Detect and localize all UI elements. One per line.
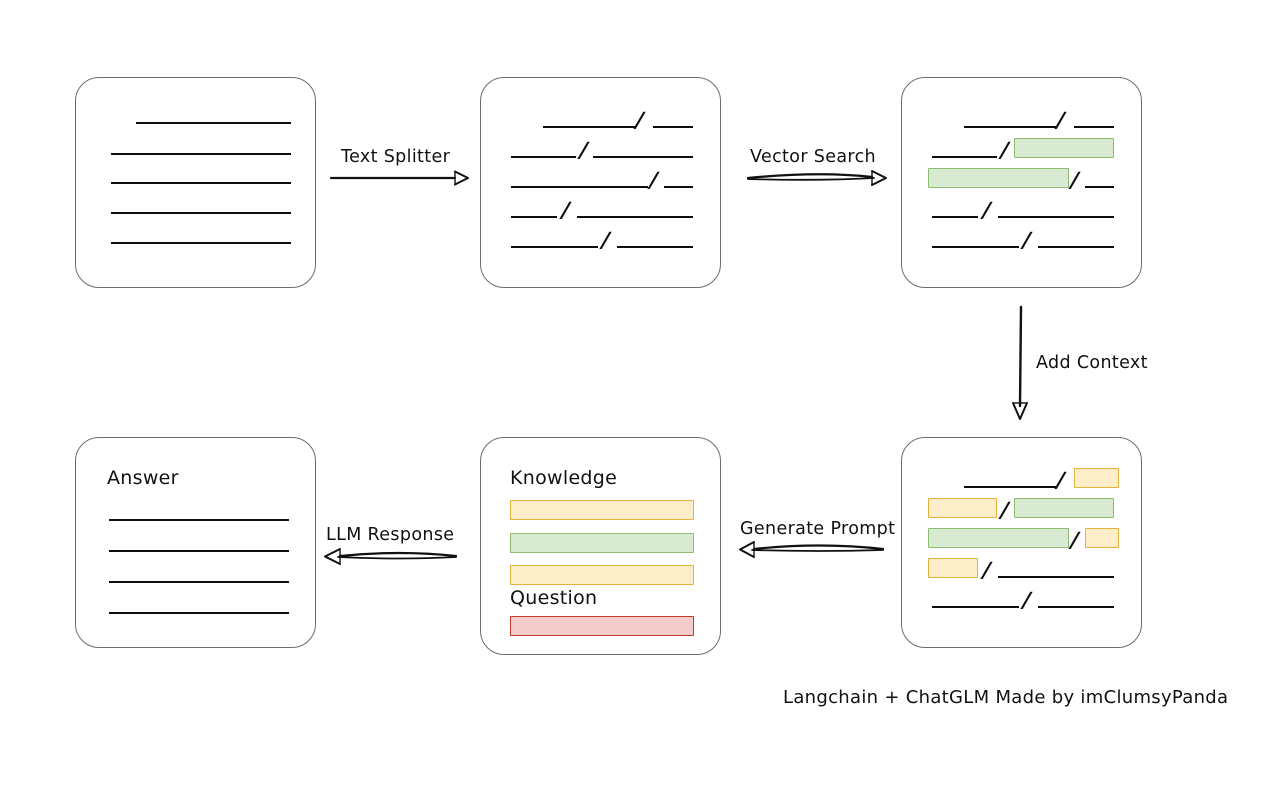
answer-line <box>109 519 289 521</box>
matched-chunk-chip[interactable] <box>928 528 1069 548</box>
document-line-segment <box>511 216 557 218</box>
context-chunk-chip[interactable] <box>928 498 997 518</box>
document-line <box>111 182 291 184</box>
knowledge-chip[interactable] <box>510 500 694 520</box>
edge-add-context-arrow <box>1012 305 1028 420</box>
question-chip[interactable] <box>510 616 694 636</box>
document-line-segment <box>1038 246 1114 248</box>
edge-label-text-splitter: Text Splitter <box>341 147 451 167</box>
document-line-segment <box>543 126 635 128</box>
split-separator-icon: / <box>1070 528 1080 552</box>
document-line-segment <box>1085 186 1114 188</box>
split-separator-icon: / <box>635 108 645 132</box>
edge-label-llm-response: LLM Response <box>326 525 455 545</box>
answer-line <box>109 550 289 552</box>
split-separator-icon: / <box>982 558 992 582</box>
document-line <box>111 242 291 244</box>
document-line-segment <box>932 156 997 158</box>
document-line-segment <box>1038 606 1114 608</box>
edge-label-add-context: Add Context <box>1036 353 1148 373</box>
document-line-segment <box>511 186 648 188</box>
split-separator-icon: / <box>1056 108 1066 132</box>
edge-text-splitter-arrow <box>329 170 469 186</box>
document-line-segment <box>932 246 1019 248</box>
split-separator-icon: / <box>601 228 611 252</box>
split-separator-icon: / <box>1070 168 1080 192</box>
document-line-segment <box>617 246 693 248</box>
vector-matched-document-card[interactable]: / / / / / <box>901 77 1142 288</box>
document-line <box>111 153 291 155</box>
split-separator-icon: / <box>561 198 571 222</box>
matched-chunk-chip[interactable] <box>928 168 1069 188</box>
answer-line <box>109 612 289 614</box>
split-separator-icon: / <box>579 138 589 162</box>
knowledge-label: Knowledge <box>510 467 618 489</box>
split-separator-icon: / <box>649 168 659 192</box>
answer-label: Answer <box>107 467 179 489</box>
context-document-card[interactable]: / / / / / <box>901 437 1142 648</box>
document-line-segment <box>653 126 693 128</box>
context-chunk-chip[interactable] <box>1074 468 1119 488</box>
split-separator-icon: / <box>1056 468 1066 492</box>
document-line-segment <box>577 216 693 218</box>
diagram-caption: Langchain + ChatGLM Made by imClumsyPand… <box>783 687 1229 708</box>
source-document-card[interactable] <box>75 77 316 288</box>
document-line-segment <box>998 576 1114 578</box>
split-separator-icon: / <box>1000 138 1010 162</box>
edge-generate-prompt-arrow <box>739 541 885 558</box>
edge-label-vector-search: Vector Search <box>750 147 876 167</box>
document-line-segment <box>932 606 1019 608</box>
document-line-segment <box>998 216 1114 218</box>
answer-line <box>109 581 289 583</box>
knowledge-chip[interactable] <box>510 533 694 553</box>
document-line <box>136 122 291 124</box>
split-document-card[interactable]: / / / / / <box>480 77 721 288</box>
document-line-segment <box>511 246 598 248</box>
matched-chunk-chip[interactable] <box>1014 498 1114 518</box>
document-line-segment <box>964 486 1056 488</box>
document-line-segment <box>1074 126 1114 128</box>
edge-vector-search-arrow <box>746 170 887 186</box>
document-line-segment <box>932 216 978 218</box>
matched-chunk-chip[interactable] <box>1014 138 1114 158</box>
document-line-segment <box>511 156 576 158</box>
split-separator-icon: / <box>1000 498 1010 522</box>
split-separator-icon: / <box>1022 588 1032 612</box>
context-chunk-chip[interactable] <box>1085 528 1119 548</box>
question-label: Question <box>510 587 598 609</box>
split-separator-icon: / <box>1022 228 1032 252</box>
context-chunk-chip[interactable] <box>928 558 978 578</box>
knowledge-chip[interactable] <box>510 565 694 585</box>
edge-llm-response-arrow <box>324 548 458 565</box>
document-line-segment <box>664 186 693 188</box>
answer-card[interactable]: Answer <box>75 437 316 648</box>
prompt-card[interactable]: Knowledge Question <box>480 437 721 655</box>
document-line <box>111 212 291 214</box>
document-line-segment <box>593 156 693 158</box>
edge-label-generate-prompt: Generate Prompt <box>740 519 896 539</box>
split-separator-icon: / <box>982 198 992 222</box>
document-line-segment <box>964 126 1056 128</box>
